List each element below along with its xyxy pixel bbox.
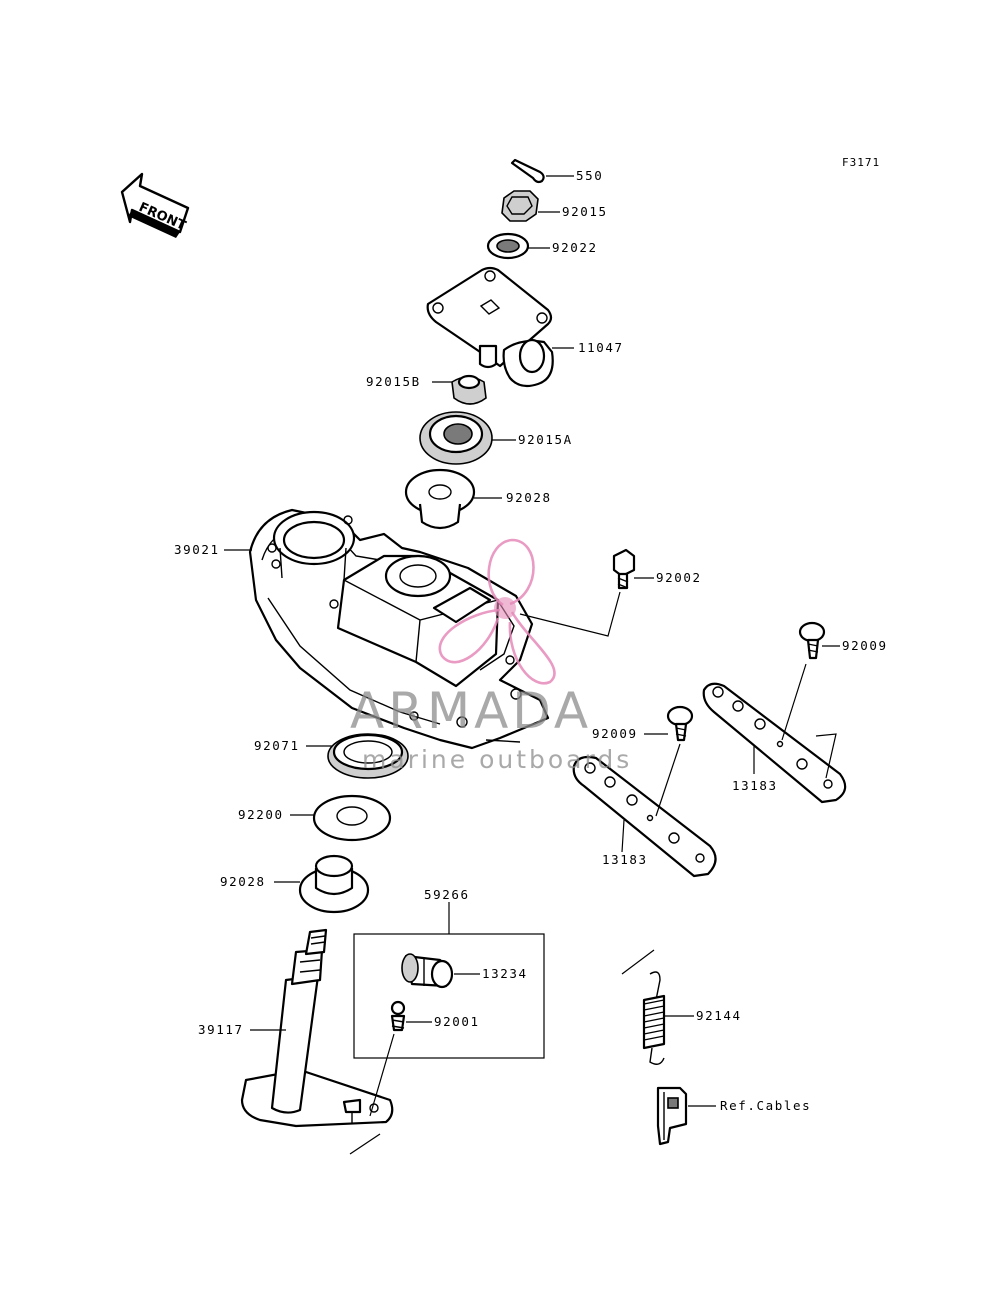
label-550: 550 — [576, 168, 603, 183]
armada-watermark: ARMADA marine outboards — [350, 538, 632, 774]
label-92200: 92200 — [238, 807, 284, 822]
front-arrow-icon: FRONT — [120, 172, 190, 238]
bolt-92002-icon — [612, 548, 636, 590]
cable-clip-icon — [656, 1086, 688, 1146]
label-13183-left: 13183 — [602, 852, 648, 867]
rubber-grommet-icon — [419, 411, 493, 465]
label-92028-top: 92028 — [506, 490, 552, 505]
steering-housing — [248, 508, 550, 750]
label-13183-right: 13183 — [732, 778, 778, 793]
thrust-washer-icon — [312, 794, 392, 842]
screw-92001-icon — [390, 1000, 406, 1032]
label-39021: 39021 — [174, 542, 220, 557]
spring-icon — [642, 971, 666, 1065]
label-13234: 13234 — [482, 966, 528, 981]
label-92022: 92022 — [552, 240, 598, 255]
watermark-subtitle: marine outboards — [362, 745, 632, 774]
label-92015B: 92015B — [366, 374, 421, 389]
label-92002: 92002 — [656, 570, 702, 585]
link-arm-left — [572, 755, 717, 878]
label-11047: 11047 — [578, 340, 624, 355]
collar-nut-icon — [451, 374, 487, 405]
bolt-92009-right-icon — [798, 621, 826, 660]
label-92015: 92015 — [562, 204, 608, 219]
label-39117: 39117 — [198, 1022, 244, 1037]
link-arm-right — [702, 682, 847, 804]
label-92028-bottom: 92028 — [220, 874, 266, 889]
label-92001: 92001 — [434, 1014, 480, 1029]
cotter-pin-icon — [510, 158, 545, 184]
label-92071: 92071 — [254, 738, 300, 753]
label-92015A: 92015A — [518, 432, 573, 447]
label-ref-cables: Ref.Cables — [720, 1098, 811, 1113]
label-59266: 59266 — [424, 887, 470, 902]
propeller-logo-icon — [438, 538, 556, 685]
flange-bushing-bottom-icon — [298, 854, 370, 914]
label-92009-right: 92009 — [842, 638, 888, 653]
kit-59266-box — [353, 933, 545, 1059]
flange-bushing-top-icon — [404, 468, 476, 530]
steering-shaft — [240, 928, 394, 1128]
bolt-92009-left-icon — [666, 705, 694, 742]
washer-icon — [486, 232, 530, 260]
steering-bracket-plate — [426, 266, 554, 388]
figure-number: F3171 — [842, 156, 880, 169]
castle-nut-icon — [501, 190, 539, 222]
watermark-title: ARMADA — [350, 682, 592, 740]
label-92144: 92144 — [696, 1008, 742, 1023]
oil-seal-icon — [327, 733, 409, 779]
label-92009-left: 92009 — [592, 726, 638, 741]
pin-13234-icon — [401, 953, 454, 989]
